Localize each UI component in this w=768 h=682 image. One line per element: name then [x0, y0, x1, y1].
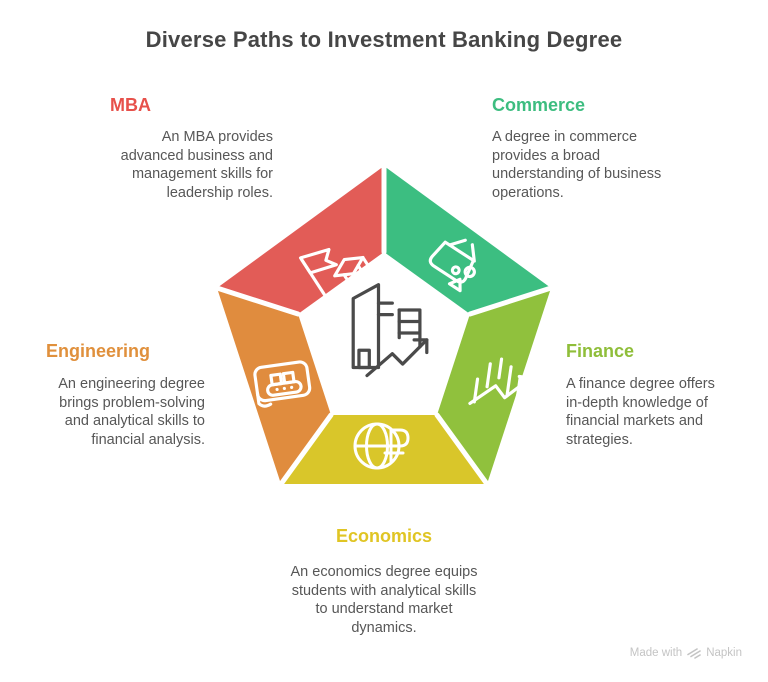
napkin-zigzag-icon: [687, 648, 701, 659]
engineering-heading: Engineering: [46, 341, 151, 361]
building-growth-arrow-icon: [351, 283, 429, 378]
finance-heading: Finance: [566, 341, 635, 361]
page-title: Diverse Paths to Investment Banking Degr…: [145, 27, 623, 52]
shopping-basket-icon: [428, 238, 476, 293]
segment-economics: [281, 415, 487, 484]
commerce-description: A degree in commerce provides a broad un…: [492, 129, 662, 201]
globe-currency-icon: [353, 422, 410, 470]
finance-description: A finance degree offers in-depth knowled…: [566, 376, 715, 448]
mba-heading: MBA: [110, 95, 151, 115]
engineering-description: An engineering degree brings problem-sol…: [58, 376, 205, 448]
economics-description: An economics degree equips students with…: [290, 564, 478, 636]
mba-description: An MBA provides advanced business and ma…: [120, 129, 273, 201]
segment-dividers: [214, 163, 554, 487]
conveyor-scroll-icon: [253, 360, 312, 408]
candlestick-chart-icon: [468, 357, 533, 408]
made-with-napkin-watermark: Made with Napkin: [630, 646, 742, 659]
graduation-cap-flag-icon: [298, 247, 371, 297]
segment-mba: [217, 166, 384, 314]
commerce-heading: Commerce: [492, 95, 586, 115]
napkin-brand-label: Napkin: [706, 646, 742, 659]
economics-heading: Economics: [335, 526, 433, 546]
made-with-label: Made with: [629, 646, 683, 659]
segment-commerce: [384, 166, 551, 314]
